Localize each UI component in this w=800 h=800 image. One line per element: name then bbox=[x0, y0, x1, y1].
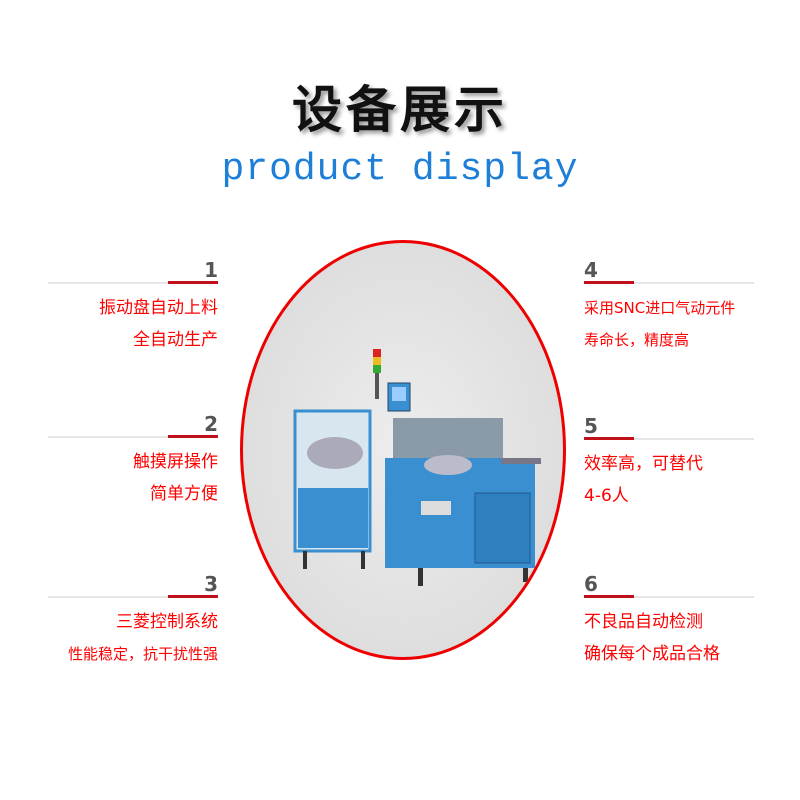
feature-number: 4 bbox=[584, 258, 598, 282]
feature-6: 6 不良品自动检测确保每个成品合格 bbox=[584, 572, 754, 670]
page-subtitle: product display bbox=[221, 148, 579, 191]
feature-number: 1 bbox=[204, 258, 218, 282]
feature-line: 确保每个成品合格 bbox=[584, 644, 720, 664]
feature-line: 不良品自动检测 bbox=[584, 612, 703, 632]
feature-line: 采用SNC进口气动元件 bbox=[584, 299, 736, 317]
divider bbox=[584, 281, 754, 284]
divider bbox=[584, 437, 754, 440]
feature-line: 4-6人 bbox=[584, 486, 629, 506]
divider bbox=[48, 281, 218, 284]
feature-line: 全自动生产 bbox=[133, 330, 218, 350]
feature-line: 效率高，可替代 bbox=[584, 454, 703, 474]
feature-number: 3 bbox=[204, 572, 218, 596]
divider bbox=[584, 595, 754, 598]
feature-line: 寿命长，精度高 bbox=[584, 331, 690, 349]
page-title: 设备展示 bbox=[292, 80, 508, 139]
feature-line: 简单方便 bbox=[150, 484, 218, 504]
feature-5: 5 效率高，可替代 4-6人 bbox=[584, 414, 754, 512]
feature-line: 振动盘自动上料 bbox=[99, 298, 218, 318]
feature-number: 6 bbox=[584, 572, 598, 596]
feature-2: 2 触摸屏操作简单方便 bbox=[48, 412, 218, 510]
feature-1: 1 振动盘自动上料全自动生产 bbox=[48, 258, 218, 356]
feature-line: 性能稳定，抗干扰性强 bbox=[67, 645, 218, 663]
feature-number: 5 bbox=[584, 414, 598, 438]
divider bbox=[48, 435, 218, 438]
machine-illustration bbox=[293, 349, 541, 586]
feature-number: 2 bbox=[204, 412, 218, 436]
feature-line: 触摸屏操作 bbox=[133, 452, 218, 472]
feature-line: 三菱控制系统 bbox=[116, 612, 218, 632]
feature-4: 4 采用SNC进口气动元件寿命长，精度高 bbox=[584, 258, 754, 356]
product-photo-frame bbox=[240, 240, 566, 660]
divider bbox=[48, 595, 218, 598]
feature-3: 3 三菱控制系统性能稳定，抗干扰性强 bbox=[48, 572, 218, 670]
